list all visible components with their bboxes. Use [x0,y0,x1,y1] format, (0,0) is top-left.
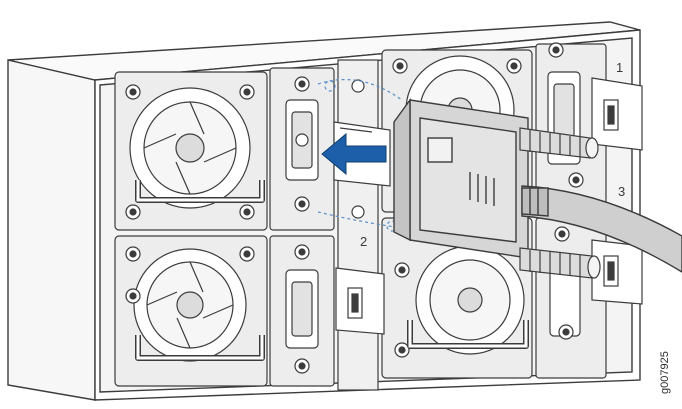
cable-connector [393,97,529,259]
psu-latch-center-lower [335,267,385,335]
thumbscrew-upper [519,127,599,159]
psu-module-bottom-left [114,235,268,387]
psu-inlet-bottom-left [269,235,335,387]
psu-latch-right-lower [591,239,643,305]
psu-latch-right-upper [591,77,643,151]
psu-inlet-top-right [535,42,607,213]
thumbscrew-lower [519,247,601,279]
slot-label-3: 3 [618,184,625,199]
slot-label-2: 2 [360,234,367,249]
figure-id: g007925 [659,351,671,394]
psu-inlet-top-left [269,67,335,231]
center-divider [337,59,379,391]
psu-module-top-left [114,71,268,231]
psu-module-bottom-right [381,217,533,379]
slot-label-1: 1 [616,60,623,75]
power-cable [521,185,682,273]
insert-direction-arrow [321,132,387,176]
